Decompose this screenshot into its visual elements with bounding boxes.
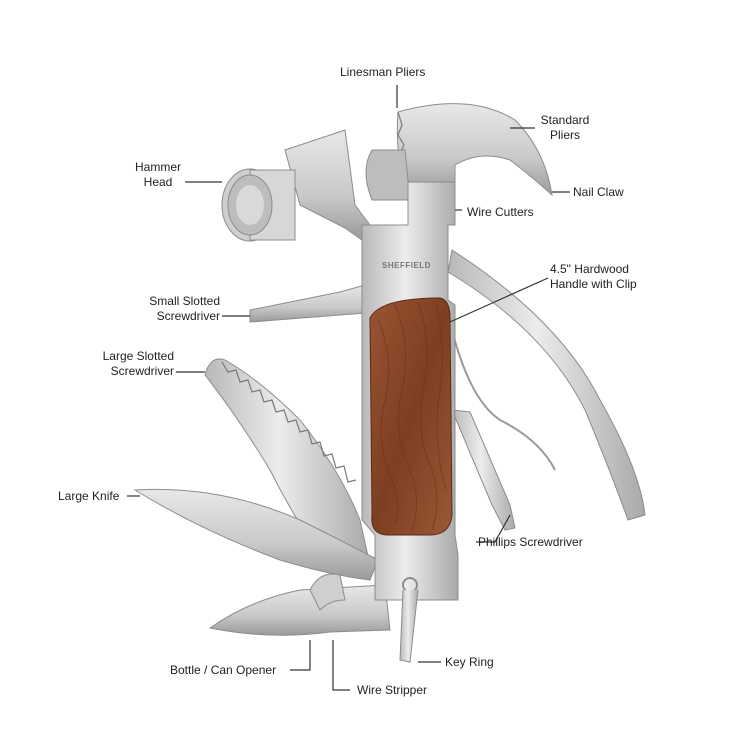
label-hammer-head: Hammer Head (130, 160, 186, 190)
label-large-slotted-line1: Large Slotted (102, 349, 174, 363)
leader-lines (127, 85, 570, 691)
saw-blade (204, 358, 371, 571)
label-small-slotted-line2: Screwdriver (156, 309, 220, 323)
bottle-opener-hook (309, 573, 346, 611)
hammer-head (221, 129, 371, 242)
label-hardwood-handle: 4.5" Hardwood Handle with Clip (550, 262, 637, 292)
small-slotted-screwdriver (249, 284, 379, 323)
label-bottle-can-opener: Bottle / Can Opener (170, 663, 277, 677)
label-small-slotted-screwdriver: Small Slotted Screwdriver (120, 294, 220, 324)
wire-stripper-blade (208, 584, 391, 636)
label-hammer-head-line2: Head (143, 175, 173, 189)
label-standard-pliers-line1: Standard (540, 113, 590, 127)
label-phillips-screwdriver: Phillips Screwdriver (478, 535, 583, 549)
label-linesman-pliers: Linesman Pliers (340, 65, 426, 79)
brand-logo: SHEFFIELD (382, 261, 431, 270)
label-wire-cutters: Wire Cutters (467, 205, 534, 219)
label-large-slotted-line2: Screwdriver (110, 364, 174, 378)
label-hardwood-handle-line2: Handle with Clip (550, 277, 637, 291)
label-nail-claw: Nail Claw (573, 185, 624, 199)
key-ring (399, 577, 419, 663)
label-standard-pliers-line2: Pliers (549, 128, 580, 142)
label-hammer-head-line1: Hammer (134, 160, 181, 174)
label-small-slotted-line1: Small Slotted (149, 294, 220, 308)
handle-clip (451, 329, 556, 471)
hammer-top (396, 103, 553, 197)
label-large-knife: Large Knife (58, 489, 120, 503)
phillips-screwdriver (451, 409, 516, 531)
saw-teeth (221, 361, 357, 483)
label-large-slotted-screwdriver: Large Slotted Screwdriver (74, 349, 174, 379)
label-wire-stripper: Wire Stripper (357, 683, 428, 697)
label-standard-pliers: Standard Pliers (537, 113, 593, 143)
wood-grain (377, 301, 447, 531)
claw-arm (447, 249, 646, 521)
standard-pliers-jaw (365, 149, 411, 201)
label-hardwood-handle-line1: 4.5" Hardwood (550, 262, 629, 276)
label-key-ring: Key Ring (445, 655, 494, 669)
